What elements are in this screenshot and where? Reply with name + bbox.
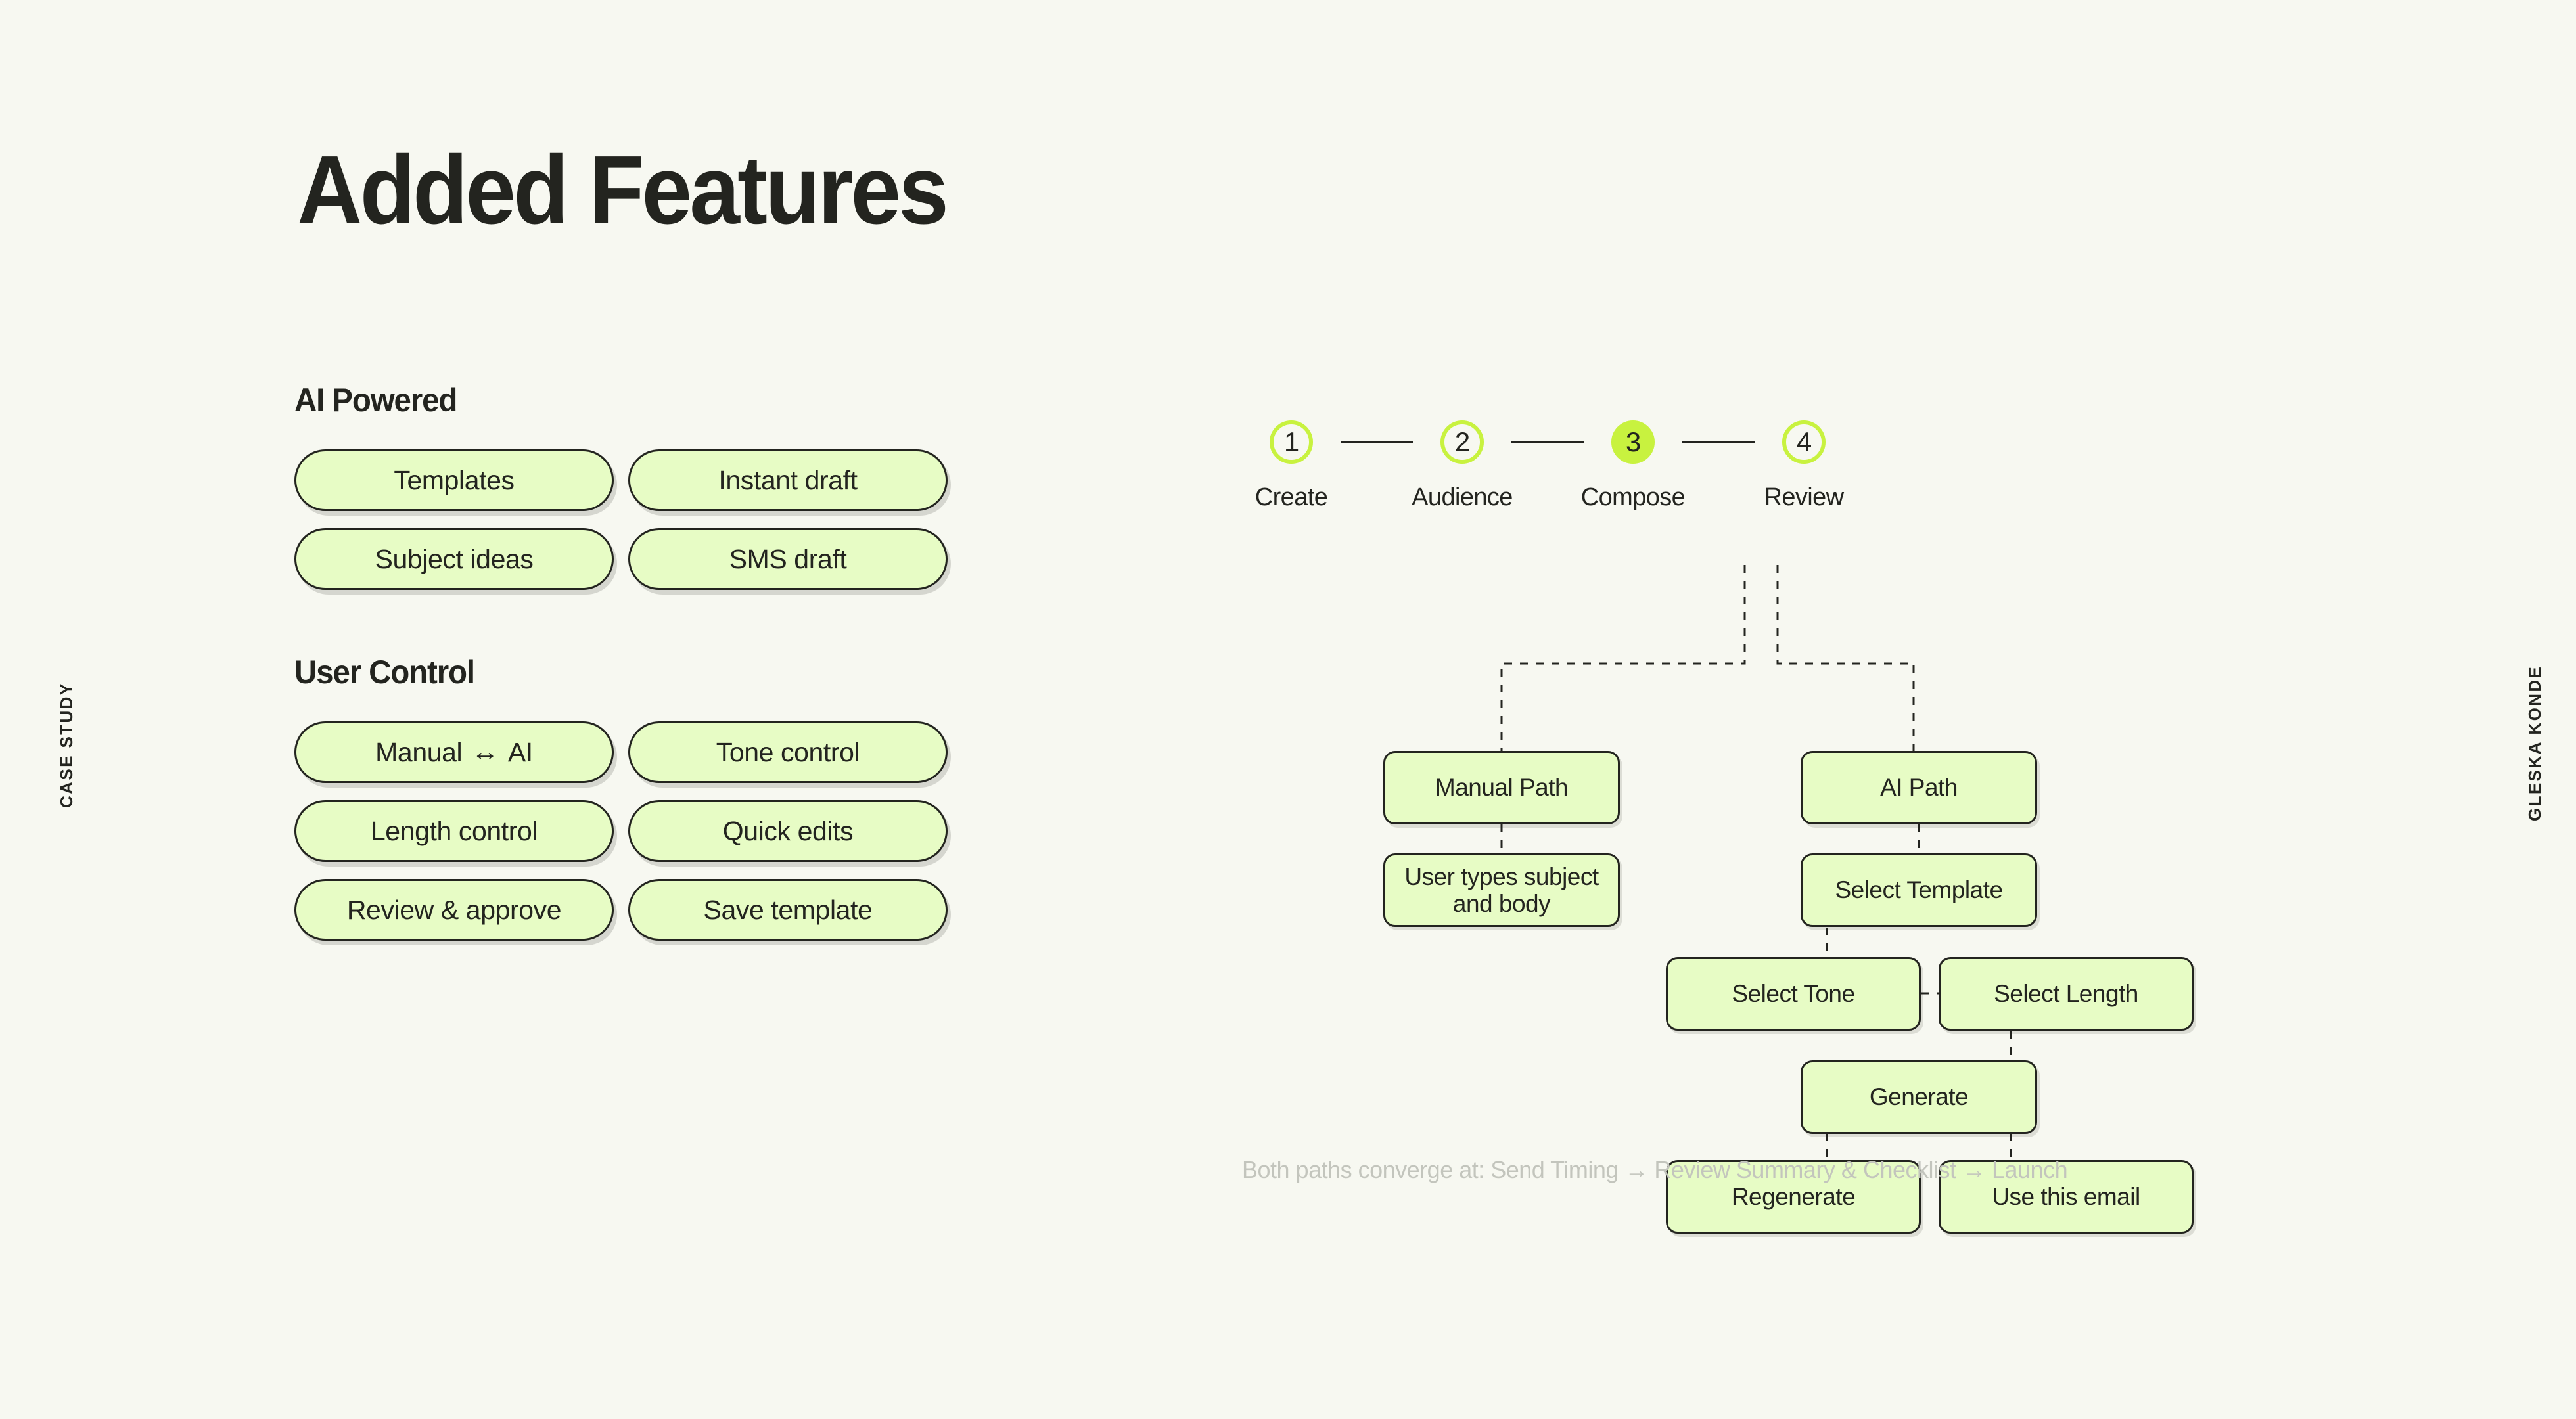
flow-node-select-template[interactable]: Select Template (1801, 853, 2037, 927)
flow-node-select-tone[interactable]: Select Tone (1666, 957, 1921, 1031)
node-label: Generate (1869, 1083, 1969, 1111)
node-label: Select Template (1835, 876, 2003, 904)
pill-instant-draft[interactable]: Instant draft (628, 449, 948, 511)
pill-label: Review & approve (346, 894, 562, 925)
stepper-step-review[interactable]: 4 Review (1755, 420, 1853, 512)
node-label: Use this email (1992, 1183, 2140, 1211)
page-title: Added Features (297, 136, 949, 244)
pill-label: Quick edits (722, 815, 854, 846)
node-label: Regenerate (1731, 1183, 1856, 1211)
flow-node-ai-path[interactable]: AI Path (1801, 751, 2037, 824)
compose-flow-diagram: Manual Path User types subject and body … (1222, 565, 2339, 1234)
pill-label: Instant draft (718, 464, 858, 495)
pill-label: SMS draft (729, 543, 847, 574)
pill-label: Length control (370, 815, 538, 846)
step-connector-2 (1511, 441, 1584, 443)
flow-node-regenerate[interactable]: Regenerate (1666, 1160, 1921, 1234)
feature-groups: AI Powered Templates Instant draft Subje… (294, 381, 1017, 1004)
pill-grid-ai-powered: Templates Instant draft Subject ideas SM… (294, 449, 998, 590)
pill-label-after: AI (507, 736, 533, 767)
step-label: Compose (1580, 484, 1686, 511)
step-connector-1 (1341, 441, 1413, 443)
node-label: Select Length (1994, 980, 2138, 1008)
stepper-step-compose[interactable]: 3 Compose (1580, 420, 1686, 512)
step-label: Create (1254, 484, 1328, 511)
step-number-badge: 2 (1440, 420, 1484, 464)
pill-length-control[interactable]: Length control (294, 800, 614, 862)
pill-label: Subject ideas (375, 543, 534, 574)
step-label: Audience (1412, 484, 1513, 511)
flow-node-use-this-email[interactable]: Use this email (1939, 1160, 2194, 1234)
flow-node-manual-path[interactable]: Manual Path (1383, 751, 1620, 824)
pill-templates[interactable]: Templates (294, 449, 614, 511)
step-number-badge: 1 (1270, 420, 1313, 464)
pill-label: Templates (394, 464, 515, 495)
pill-quick-edits[interactable]: Quick edits (628, 800, 948, 862)
node-label: Select Tone (1732, 980, 1855, 1008)
flow-node-select-length[interactable]: Select Length (1939, 957, 2194, 1031)
connector-to-manual-path (1500, 565, 1746, 752)
flow-connectors (1500, 565, 2012, 1161)
feature-group-ai-powered: AI Powered Templates Instant draft Subje… (294, 381, 1017, 590)
node-label: AI Path (1880, 774, 1958, 801)
pill-grid-user-control: Manual ↔ AI Tone control Length control … (294, 721, 998, 941)
step-label: Review (1764, 484, 1845, 511)
pill-review-approve[interactable]: Review & approve (294, 879, 614, 941)
connector-to-ai-path (1776, 565, 1915, 752)
node-label: User types subject and body (1404, 863, 1599, 917)
progress-stepper: 1 Create 2 Audience 3 Compose 4 Review (1242, 420, 1853, 512)
pill-label: Save template (703, 894, 873, 925)
pill-sms-draft[interactable]: SMS draft (628, 528, 948, 590)
node-label: Manual Path (1435, 774, 1569, 801)
step-number-badge: 4 (1782, 420, 1826, 464)
pill-save-template[interactable]: Save template (628, 879, 948, 941)
flow-node-user-types-subject-and-body[interactable]: User types subject and body (1383, 853, 1620, 927)
step-connector-3 (1682, 441, 1755, 443)
pill-tone-control[interactable]: Tone control (628, 721, 948, 783)
pill-label: Tone control (716, 736, 860, 767)
left-right-arrow-icon: ↔ (471, 736, 499, 767)
flow-node-generate[interactable]: Generate (1801, 1060, 2037, 1134)
side-label-case-study: CASE STUDY (57, 682, 76, 808)
pill-label: Manual (375, 736, 463, 767)
pill-subject-ideas[interactable]: Subject ideas (294, 528, 614, 590)
group-heading-ai-powered: AI Powered (294, 382, 457, 418)
group-heading-user-control: User Control (294, 654, 475, 690)
step-number-badge: 3 (1611, 420, 1655, 464)
pill-manual-ai-toggle[interactable]: Manual ↔ AI (294, 721, 614, 783)
feature-group-user-control: User Control Manual ↔ AI Tone control Le… (294, 653, 1017, 941)
flow-footer-note: Both paths converge at: Send Timing → Re… (1242, 1156, 2068, 1183)
side-label-author: GLESKA KONDE (2525, 665, 2544, 821)
stepper-step-create[interactable]: 1 Create (1242, 420, 1341, 512)
stepper-step-audience[interactable]: 2 Audience (1412, 420, 1513, 512)
